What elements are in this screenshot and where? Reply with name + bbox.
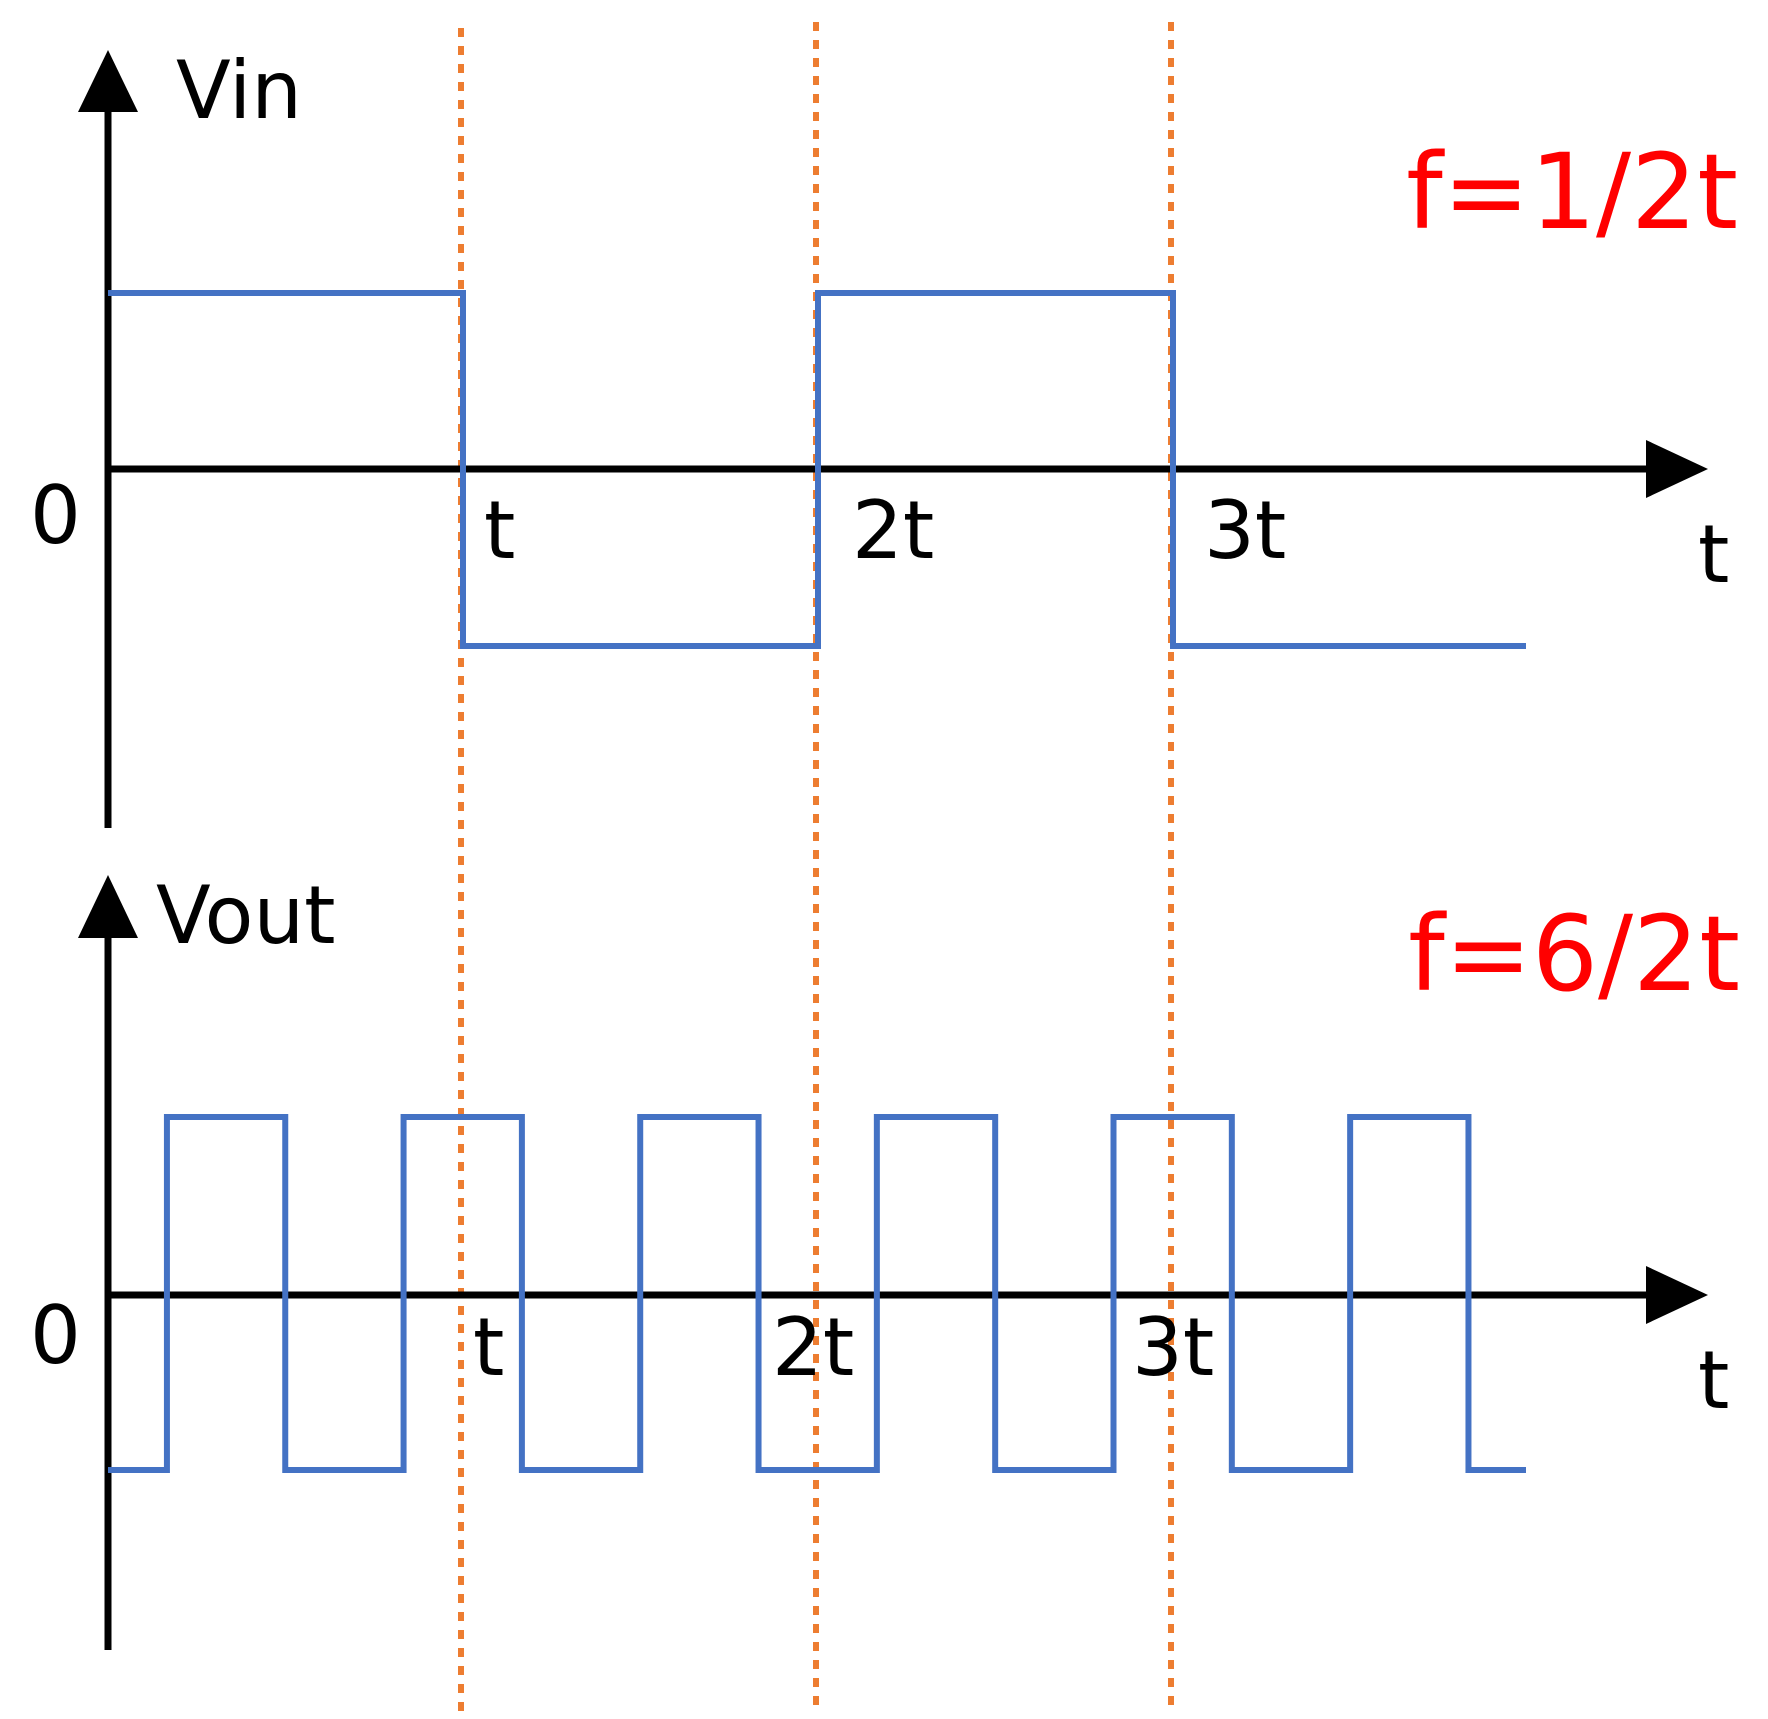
vout-frequency-label: f=6/2t [1408,893,1740,1015]
vout-y-axis-label: Vout [156,869,336,962]
vout-tick-label-2t: 2t [772,1301,854,1394]
vin-x-arrow-icon [1646,440,1708,498]
vout-y-arrow-icon [78,875,138,938]
vout-tick-label-t: t [473,1301,504,1394]
vin-x-axis-label: t [1698,508,1729,601]
vout-origin-label: 0 [30,1289,81,1382]
vin-frequency-label: f=1/2t [1406,131,1738,253]
vin-y-arrow-icon [78,50,138,112]
input-panel: Vin 0 t 2t 3t t f=1/2t [30,44,1738,828]
vin-tick-label-3t: 3t [1204,484,1286,577]
vin-tick-label-t: t [484,484,515,577]
vout-tick-label-3t: 3t [1132,1301,1214,1394]
vout-x-axis-label: t [1698,1334,1729,1427]
vin-y-axis-label: Vin [176,44,302,137]
vout-x-arrow-icon [1646,1266,1708,1324]
output-panel: Vout 0 t 2t 3t t f=6/2t [30,869,1740,1650]
vin-tick-label-2t: 2t [852,484,934,577]
vout-waveform [108,1114,1526,1473]
vin-origin-label: 0 [30,469,81,562]
guide-lines [458,22,1174,1712]
vin-waveform [108,290,1526,649]
